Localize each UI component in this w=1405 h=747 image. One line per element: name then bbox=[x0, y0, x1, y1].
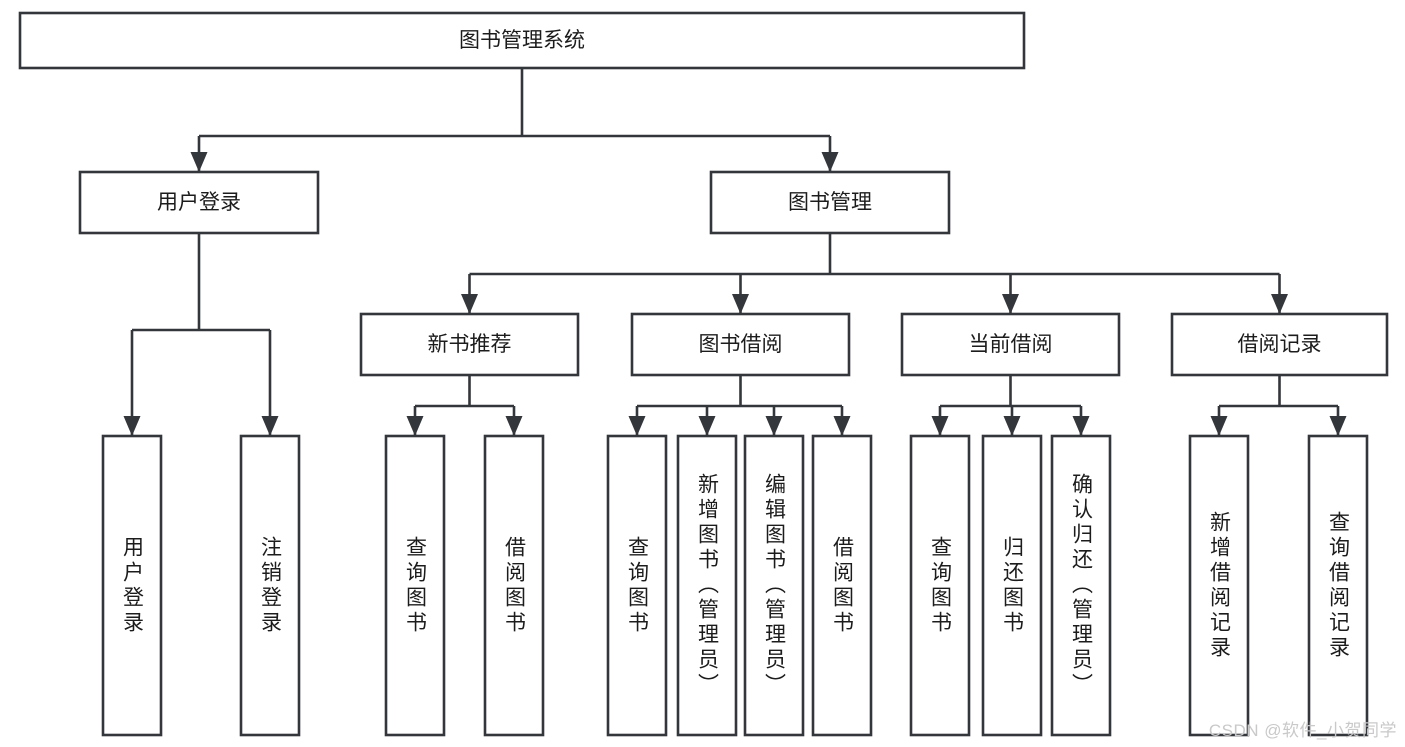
node-root[interactable]: 图书管理系统 bbox=[18, 11, 1026, 70]
node-box-leaf-query-book-borrow[interactable] bbox=[606, 434, 668, 737]
arrow-head-icon-leaf-add-record bbox=[1210, 416, 1228, 436]
node-box-book-borrow[interactable] bbox=[630, 312, 851, 377]
node-box-leaf-borrow-book-rec[interactable] bbox=[483, 434, 545, 737]
node-leaf-query-book-rec[interactable] bbox=[384, 434, 446, 737]
node-box-leaf-confirm-return[interactable] bbox=[1050, 434, 1112, 737]
connector-lines bbox=[123, 68, 1347, 436]
node-leaf-borrow-book[interactable] bbox=[811, 434, 873, 737]
arrow-head-icon-leaf-confirm-return bbox=[1072, 416, 1090, 436]
node-leaf-add-book[interactable] bbox=[676, 434, 738, 737]
node-box-leaf-add-record[interactable] bbox=[1188, 434, 1250, 737]
arrow-head-icon-leaf-borrow-book-rec bbox=[505, 416, 523, 436]
node-label-book-manage: 图书管理 bbox=[788, 191, 872, 214]
node-new-book-rec[interactable]: 新书推荐 bbox=[359, 312, 580, 377]
node-box-root[interactable] bbox=[18, 11, 1026, 70]
arrow-head-icon-leaf-query-book-current bbox=[931, 416, 949, 436]
node-leaf-add-record[interactable] bbox=[1188, 434, 1250, 737]
node-box-book-manage[interactable] bbox=[709, 170, 951, 235]
arrow-head-icon-leaf-add-book bbox=[698, 416, 716, 436]
arrow-head-icon-borrow-record bbox=[1271, 294, 1288, 314]
node-label-root: 图书管理系统 bbox=[459, 29, 585, 52]
arrow-head-icon-leaf-user-login bbox=[123, 416, 141, 436]
node-box-leaf-logout[interactable] bbox=[239, 434, 301, 737]
node-box-leaf-borrow-book[interactable] bbox=[811, 434, 873, 737]
node-box-leaf-edit-book[interactable] bbox=[743, 434, 805, 737]
node-box-leaf-add-book[interactable] bbox=[676, 434, 738, 737]
arrow-head-icon-book-manage bbox=[821, 152, 839, 172]
arrow-head-icon-leaf-query-record bbox=[1329, 416, 1347, 436]
arrow-head-icon-user-login bbox=[190, 152, 208, 172]
node-box-current-borrow[interactable] bbox=[900, 312, 1121, 377]
node-box-leaf-query-book-rec[interactable] bbox=[384, 434, 446, 737]
node-box-leaf-query-book-current[interactable] bbox=[909, 434, 971, 737]
node-leaf-confirm-return[interactable] bbox=[1050, 434, 1112, 737]
node-leaf-return-book[interactable] bbox=[981, 434, 1043, 737]
node-book-manage[interactable]: 图书管理 bbox=[709, 170, 951, 235]
arrow-head-icon-leaf-query-book-borrow bbox=[628, 416, 646, 436]
arrow-head-icon-leaf-query-book-rec bbox=[406, 416, 424, 436]
node-borrow-record[interactable]: 借阅记录 bbox=[1170, 312, 1389, 377]
node-current-borrow[interactable]: 当前借阅 bbox=[900, 312, 1121, 377]
node-label-current-borrow: 当前借阅 bbox=[969, 333, 1053, 356]
node-box-user-login[interactable] bbox=[78, 170, 320, 235]
arrow-head-icon-leaf-return-book bbox=[1003, 416, 1021, 436]
arrow-head-icon-leaf-edit-book bbox=[765, 416, 783, 436]
arrow-head-icon-new-book-rec bbox=[461, 294, 478, 314]
node-leaf-query-book-current[interactable] bbox=[909, 434, 971, 737]
node-book-borrow[interactable]: 图书借阅 bbox=[630, 312, 851, 377]
node-box-leaf-query-record[interactable] bbox=[1307, 434, 1369, 737]
node-leaf-edit-book[interactable] bbox=[743, 434, 805, 737]
arrow-head-icon-book-borrow bbox=[732, 294, 749, 314]
node-leaf-query-record[interactable] bbox=[1307, 434, 1369, 737]
node-label-book-borrow: 图书借阅 bbox=[699, 333, 783, 356]
node-label-new-book-rec: 新书推荐 bbox=[428, 333, 512, 356]
arrow-head-icon-current-borrow bbox=[1002, 294, 1019, 314]
node-box-new-book-rec[interactable] bbox=[359, 312, 580, 377]
arrow-head-icon-leaf-logout bbox=[261, 416, 279, 436]
node-leaf-user-login[interactable] bbox=[101, 434, 163, 737]
node-label-borrow-record: 借阅记录 bbox=[1238, 333, 1322, 356]
node-box-borrow-record[interactable] bbox=[1170, 312, 1389, 377]
node-label-user-login: 用户登录 bbox=[157, 191, 241, 214]
node-leaf-query-book-borrow[interactable] bbox=[606, 434, 668, 737]
watermark-text: CSDN @软件_小贺同学 bbox=[1208, 721, 1397, 740]
arrow-head-icon-leaf-borrow-book bbox=[833, 416, 851, 436]
node-box-leaf-user-login[interactable] bbox=[101, 434, 163, 737]
node-user-login[interactable]: 用户登录 bbox=[78, 170, 320, 235]
node-leaf-borrow-book-rec[interactable] bbox=[483, 434, 545, 737]
node-box-leaf-return-book[interactable] bbox=[981, 434, 1043, 737]
node-leaf-logout[interactable] bbox=[239, 434, 301, 737]
